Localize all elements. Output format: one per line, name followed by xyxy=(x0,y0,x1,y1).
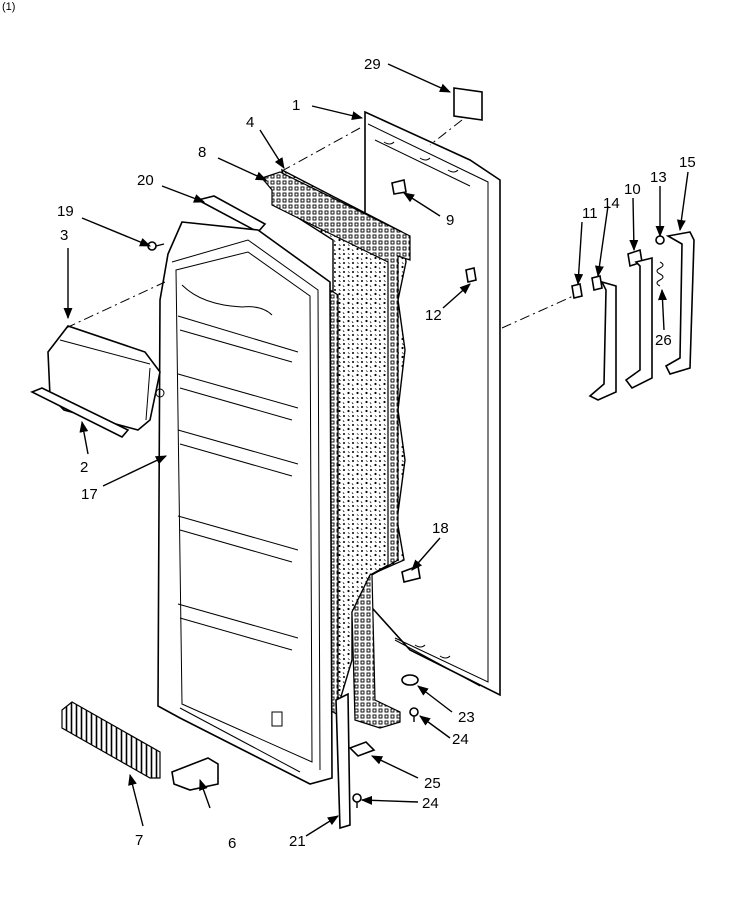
assembly-line-cover xyxy=(65,281,166,329)
callout-7: 7 xyxy=(135,832,143,849)
label-plate xyxy=(453,87,483,121)
vertical-trim-strip xyxy=(335,692,351,830)
callout-9: 9 xyxy=(446,212,454,229)
callout-23: 23 xyxy=(458,709,475,726)
callout-6: 6 xyxy=(228,835,236,852)
callout-10: 10 xyxy=(624,181,641,198)
cover-trim-strip xyxy=(30,387,130,438)
cam xyxy=(401,674,419,686)
hinge-13 xyxy=(655,235,665,245)
assembly-line-29 xyxy=(429,119,463,146)
callout-11: 11 xyxy=(582,205,598,222)
lower-bracket xyxy=(171,757,219,791)
callout-3: 3 xyxy=(60,227,68,244)
callout-8: 8 xyxy=(198,144,206,161)
hinge-block xyxy=(348,741,376,757)
door-gasket xyxy=(260,171,411,729)
callout-25: 25 xyxy=(424,775,441,792)
callout-2: 2 xyxy=(80,459,88,476)
hinge-arm-14 xyxy=(588,275,617,401)
screw-upper xyxy=(409,707,419,722)
screw-top xyxy=(147,241,165,251)
callout-17: 17 xyxy=(81,486,98,503)
callout-20: 20 xyxy=(137,172,154,189)
assembly-line-top xyxy=(261,127,361,183)
hinge-arm-10 xyxy=(624,248,653,390)
seal-strip xyxy=(195,195,267,234)
callout-labels: 1 2 3 4 6 7 8 9 10 11 12 13 14 15 17 18 … xyxy=(57,56,696,852)
callout-1: 1 xyxy=(292,97,300,114)
callout-21: 21 xyxy=(289,833,306,850)
corner-mark: (1) xyxy=(2,1,15,13)
callout-18: 18 xyxy=(432,520,449,537)
screw-lower xyxy=(352,793,362,808)
inner-door-liner xyxy=(157,221,333,785)
callout-15: 15 xyxy=(679,154,696,171)
hinge-arm-11 xyxy=(571,283,583,299)
kick-grille xyxy=(61,701,161,779)
callout-26: 26 xyxy=(655,332,672,349)
callout-4: 4 xyxy=(246,114,254,131)
callout-24a: 24 xyxy=(452,731,469,748)
clip xyxy=(465,267,477,283)
hinge-arm-15 xyxy=(664,231,695,375)
assembly-line-hinges xyxy=(501,292,581,329)
callout-29: 29 xyxy=(364,56,381,73)
plug xyxy=(391,179,407,195)
callout-19: 19 xyxy=(57,203,74,220)
callout-24b: 24 xyxy=(422,795,439,812)
leader-lines xyxy=(63,63,689,837)
dispenser-cover xyxy=(47,325,165,431)
callout-13: 13 xyxy=(650,169,667,186)
callout-12: 12 xyxy=(425,307,442,324)
spring-26 xyxy=(656,261,664,287)
callout-14: 14 xyxy=(603,195,620,212)
